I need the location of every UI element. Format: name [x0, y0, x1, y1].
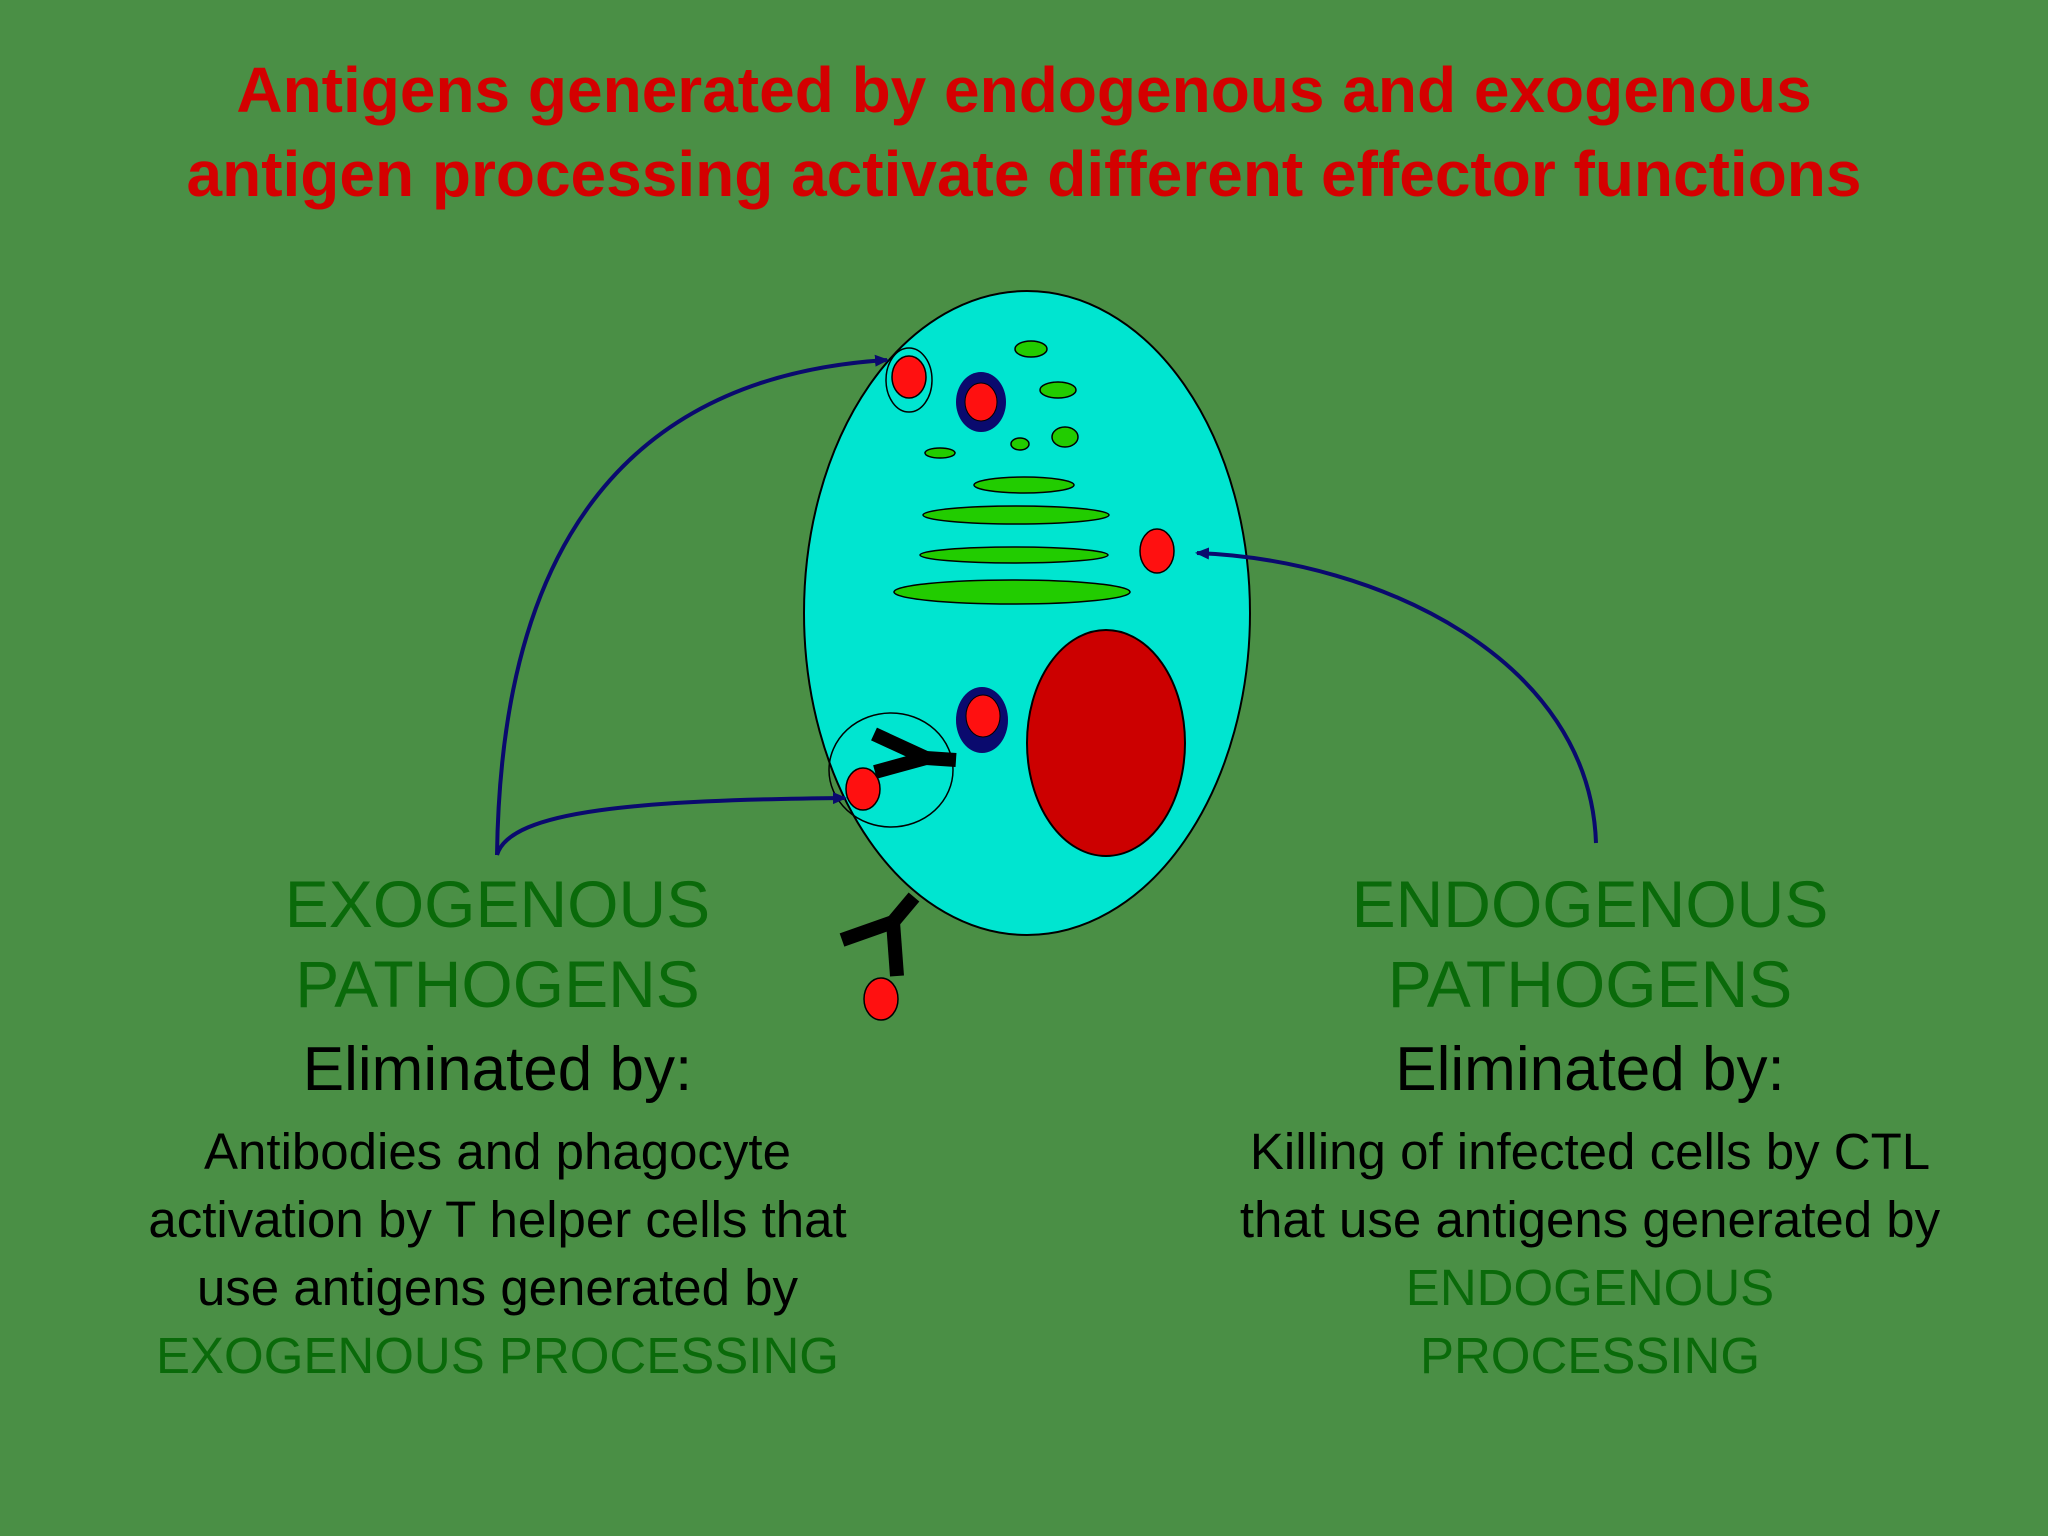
- vesicle-2: [1039, 381, 1077, 399]
- cytosolic-antigen: [1139, 528, 1175, 574]
- title-line-2: antigen processing activate different ef…: [186, 138, 1862, 210]
- vesicle-1: [1014, 340, 1048, 358]
- endosome-top-antigen: [964, 382, 998, 422]
- endogenous-heading-line-2: PATHOGENS: [1387, 947, 1793, 1021]
- exogenous-desc-line-3: use antigens generated by: [196, 1259, 799, 1316]
- nucleus: [1026, 629, 1186, 857]
- endogenous-description: Killing of infected cells by CTL that us…: [1150, 1118, 2030, 1390]
- golgi-stack-3: [919, 546, 1109, 564]
- endogenous-processing-line-1: ENDOGENOUS: [1405, 1259, 1775, 1316]
- external-antibody: [839, 892, 920, 977]
- exogenous-heading: EXOGENOUS PATHOGENS: [40, 864, 955, 1024]
- endogenous-desc-line-1: Killing of infected cells by CTL: [1249, 1123, 1931, 1180]
- exogenous-desc-line-2: activation by T helper cells that: [148, 1191, 847, 1248]
- internalized-antibody: [871, 727, 957, 779]
- golgi-stack-2: [922, 505, 1110, 525]
- endogenous-heading-line-1: ENDOGENOUS: [1351, 867, 1829, 941]
- exogenous-heading-line-1: EXOGENOUS: [284, 867, 711, 941]
- internalized-antigen: [845, 767, 881, 811]
- golgi-stack-4: [893, 579, 1131, 605]
- exogenous-description: Antibodies and phagocyte activation by T…: [40, 1118, 955, 1390]
- exogenous-arrow-to-surface: [495, 354, 889, 856]
- surface-antigen-ring: [885, 347, 933, 413]
- endogenous-heading: ENDOGENOUS PATHOGENS: [1150, 864, 2030, 1024]
- vesicle-4: [1010, 437, 1030, 451]
- endosome-bottom-antigen: [965, 694, 1001, 738]
- vesicle-5: [924, 447, 956, 459]
- external-antigen: [863, 977, 899, 1021]
- cell-body: [803, 290, 1251, 936]
- endogenous-text-block: ENDOGENOUS PATHOGENS Eliminated by: Kill…: [1150, 864, 2030, 1390]
- endogenous-desc-line-2: that use antigens generated by: [1239, 1191, 1941, 1248]
- surface-antigen: [891, 355, 927, 399]
- exogenous-heading-line-2: PATHOGENS: [295, 947, 700, 1021]
- endogenous-arrow-to-cytosol: [1195, 547, 1598, 844]
- exogenous-desc-line-1: Antibodies and phagocyte: [204, 1123, 791, 1180]
- endogenous-eliminated-label: Eliminated by:: [1395, 1035, 1785, 1104]
- phagocytic-vesicle: [828, 712, 954, 828]
- golgi-stack-1: [973, 476, 1075, 494]
- slide-title: Antigens generated by endogenous and exo…: [0, 48, 2048, 216]
- title-line-1: Antigens generated by endogenous and exo…: [236, 54, 1812, 126]
- exogenous-text-block: EXOGENOUS PATHOGENS Eliminated by: Antib…: [40, 864, 955, 1390]
- vesicle-3: [1051, 426, 1079, 448]
- exogenous-arrow-to-phagosome: [495, 792, 847, 856]
- exogenous-processing: EXOGENOUS PROCESSING: [156, 1327, 839, 1384]
- exogenous-eliminated-label: Eliminated by:: [302, 1035, 693, 1104]
- endogenous-processing-line-2: PROCESSING: [1419, 1327, 1761, 1384]
